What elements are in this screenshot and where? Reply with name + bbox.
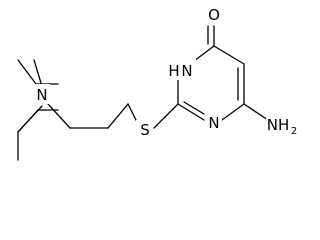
bond-n1-c2-double [183,101,205,115]
bond-ethyl1-ch3 [17,59,37,85]
atom-ring-nitrogen: N [208,114,219,132]
atom-labels: O H N N S N NH 2 [34,4,300,139]
bond-c6-nh2 [243,103,269,121]
atom-oxygen: O [208,6,220,24]
atom-amine-nitrogen: N [36,86,47,104]
atom-sulfur: S [140,121,150,139]
bond-s-c2 [153,103,179,129]
bond-n-c1 [33,59,42,84]
atom-amino-nh: NH [267,116,290,134]
atom-nh-n: N [181,62,192,80]
chemical-structure: O H N N S N NH 2 [17,4,300,161]
bond-n-linker [47,103,71,129]
atom-amino-subscript: 2 [291,126,297,137]
bond-c4-c5 [213,45,245,65]
bond-c6-n1 [221,103,245,121]
bond-linker-2 [107,103,129,129]
atom-nh-h: H [168,62,179,80]
bond-n1-c2 [177,103,205,121]
bond-n-c2 [17,105,43,133]
bonds [17,25,269,161]
